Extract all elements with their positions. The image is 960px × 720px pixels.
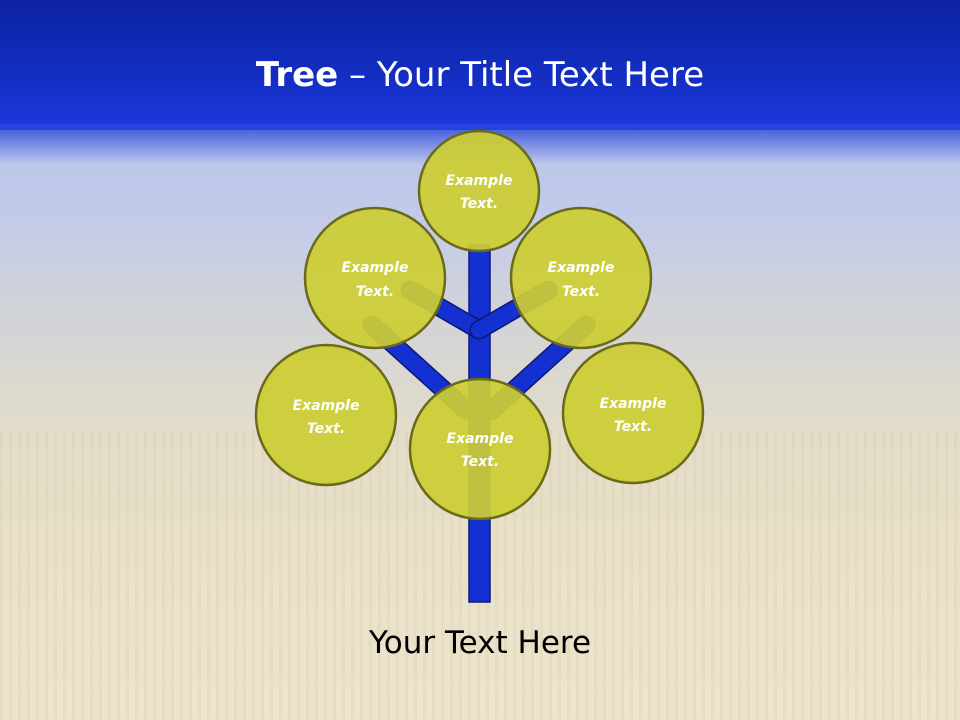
node-lower-left-line1: Example: [293, 398, 360, 414]
node-top[interactable]: [417, 129, 541, 253]
bottom-text[interactable]: Your Text Here: [368, 625, 592, 661]
node-upper-right[interactable]: [509, 206, 653, 350]
node-upper-right-line2: Text.: [562, 284, 600, 300]
node-lower-left-line2: Text.: [307, 421, 345, 437]
node-center[interactable]: [408, 377, 552, 521]
node-upper-left-line1: Example: [342, 260, 409, 276]
node-lower-right[interactable]: [561, 341, 705, 485]
node-upper-left-line2: Text.: [356, 284, 394, 300]
slide-title[interactable]: Tree – Your Title Text Here: [0, 52, 960, 98]
title-bold: Tree: [255, 55, 339, 95]
node-upper-left[interactable]: [303, 206, 447, 350]
node-lower-left[interactable]: [254, 343, 398, 487]
title-dash: –: [338, 55, 377, 95]
node-top-line1: Example: [446, 173, 513, 189]
node-center-line1: Example: [447, 431, 514, 447]
title-rest: Your Title Text Here: [376, 55, 705, 95]
header-band: [0, 0, 960, 130]
node-lower-right-line1: Example: [600, 396, 667, 412]
node-lower-right-line2: Text.: [614, 419, 652, 435]
node-upper-right-line1: Example: [548, 260, 615, 276]
node-top-line2: Text.: [460, 196, 498, 212]
node-center-line2: Text.: [461, 454, 499, 470]
